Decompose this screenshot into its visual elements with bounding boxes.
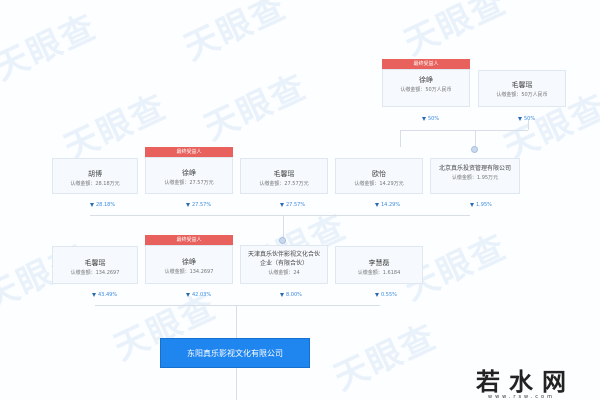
shareholder-name: 李慧磊 — [368, 259, 390, 267]
shareholder-name: 毛馨瑶 — [84, 259, 106, 267]
shareholder-amount: 认缴金额：1.6184 — [357, 270, 401, 276]
share-percent: 8.00% — [280, 292, 302, 298]
connector-line — [400, 130, 401, 147]
share-percent: 14.29% — [375, 202, 400, 208]
share-percent: 27.57% — [280, 202, 305, 208]
shareholder-node[interactable]: 天津真乐伙伴影视文化合伙企业（有限合伙） 认缴金额：24 — [240, 245, 328, 284]
shareholder-name: 徐峥 — [182, 169, 196, 177]
arrow-down-icon — [375, 202, 379, 207]
arrow-down-icon — [90, 202, 94, 207]
shareholder-amount: 认缴金额：50万人民币 — [496, 92, 548, 98]
connector-line — [236, 368, 237, 400]
arrow-down-icon — [92, 292, 96, 297]
share-percent: 0.55% — [375, 292, 397, 298]
connector-line — [95, 305, 380, 306]
share-percent: 42.03% — [186, 292, 211, 298]
shareholder-name: 毛馨瑶 — [273, 170, 295, 178]
watermark: 天眼查 — [0, 6, 103, 89]
shareholder-amount: 认缴金额：1.95万元 — [451, 175, 499, 181]
shareholder-amount: 认缴金额：27.57万元 — [164, 180, 214, 186]
connector-line — [400, 130, 528, 131]
connector-line — [90, 215, 470, 216]
arrow-down-icon — [186, 202, 190, 207]
share-percent: 27.57% — [186, 202, 211, 208]
arrow-down-icon — [280, 292, 284, 297]
expand-knob[interactable] — [471, 146, 478, 153]
arrow-down-icon — [186, 292, 190, 297]
arrow-down-icon — [470, 202, 474, 207]
target-company-node[interactable]: 东阳真乐影视文化有限公司 — [160, 338, 310, 368]
shareholder-amount: 认缴金额：50万人民币 — [400, 87, 452, 93]
shareholder-node[interactable]: 胡博 认缴金额：28.18万元 — [52, 158, 138, 194]
watermark: 天眼查 — [198, 66, 313, 149]
site-logo: 若水网 — [476, 368, 575, 396]
expand-knob[interactable] — [279, 237, 286, 244]
share-percent: 1.95% — [470, 202, 492, 208]
shareholder-name: 胡博 — [88, 170, 102, 178]
shareholder-node[interactable]: 北京真乐投资管理有限公司 认缴金额：1.95万元 — [430, 158, 520, 194]
shareholder-amount: 认缴金额：28.18万元 — [70, 181, 120, 187]
share-percent: 28.18% — [90, 202, 115, 208]
beneficiary-tag: 最终受益人 — [145, 147, 233, 157]
arrow-down-icon — [422, 116, 426, 121]
connector-line — [283, 215, 284, 240]
watermark: 天眼查 — [398, 0, 513, 64]
shareholder-amount: 认缴金额：27.57万元 — [259, 181, 309, 187]
shareholder-name: 徐峥 — [419, 76, 433, 84]
arrow-down-icon — [375, 292, 379, 297]
connector-line — [528, 120, 529, 130]
shareholder-node[interactable]: 毛馨瑶 认缴金额：134.2697 — [52, 246, 138, 284]
shareholder-node[interactable]: 徐峥 认缴金额：50万人民币 — [382, 69, 470, 107]
shareholder-name: 徐峥 — [182, 258, 196, 266]
shareholder-node[interactable]: 毛馨瑶 认缴金额：50万人民币 — [478, 70, 566, 107]
connector-line — [236, 305, 237, 338]
watermark: 天眼查 — [328, 316, 443, 399]
shareholder-amount: 认缴金额：24 — [268, 270, 300, 276]
shareholder-node[interactable]: 毛馨瑶 认缴金额：27.57万元 — [240, 158, 328, 194]
arrow-down-icon — [518, 116, 522, 121]
shareholder-name: 欧怡 — [372, 170, 386, 178]
share-percent: 50% — [518, 116, 535, 122]
share-percent: 43.49% — [92, 292, 117, 298]
shareholder-node[interactable]: 欧怡 认缴金额：14.29万元 — [335, 158, 423, 194]
connector-line — [475, 130, 476, 150]
watermark: 天眼查 — [178, 0, 293, 69]
shareholder-node[interactable]: 徐峥 认缴金额：27.57万元 — [145, 157, 233, 194]
shareholder-node[interactable]: 李慧磊 认缴金额：1.6184 — [335, 246, 423, 284]
shareholder-name: 北京真乐投资管理有限公司 — [438, 165, 511, 172]
shareholder-amount: 认缴金额：134.2697 — [164, 269, 214, 275]
shareholder-name: 天津真乐伙伴影视文化合伙企业（有限合伙） — [247, 251, 320, 267]
shareholder-amount: 认缴金额：14.29万元 — [354, 181, 404, 187]
shareholder-amount: 认缴金额：134.2697 — [70, 270, 120, 276]
beneficiary-tag: 最终受益人 — [382, 59, 470, 69]
site-logo-sub: www.rsw.com — [488, 394, 555, 400]
share-percent: 50% — [422, 116, 439, 122]
shareholder-node[interactable]: 徐峥 认缴金额：134.2697 — [145, 245, 233, 284]
beneficiary-tag: 最终受益人 — [145, 235, 233, 245]
arrow-down-icon — [280, 202, 284, 207]
shareholder-name: 毛馨瑶 — [511, 81, 533, 89]
